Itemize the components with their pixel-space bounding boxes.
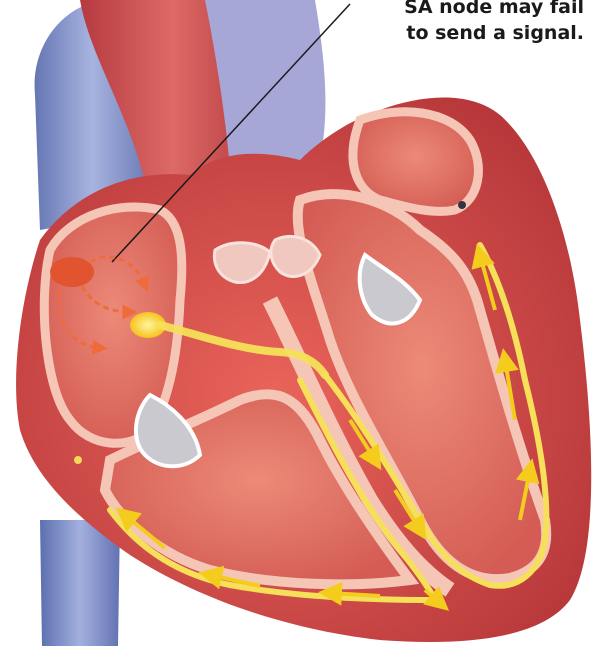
atrial-marker <box>74 456 82 464</box>
sa-node <box>50 257 94 287</box>
callout-line-2: to send a signal. <box>364 20 584 46</box>
atrial-marker <box>458 201 466 209</box>
callout-line-1: SA node may fail <box>364 0 584 20</box>
callout-caption: SA node may fail to send a signal. <box>364 0 584 46</box>
